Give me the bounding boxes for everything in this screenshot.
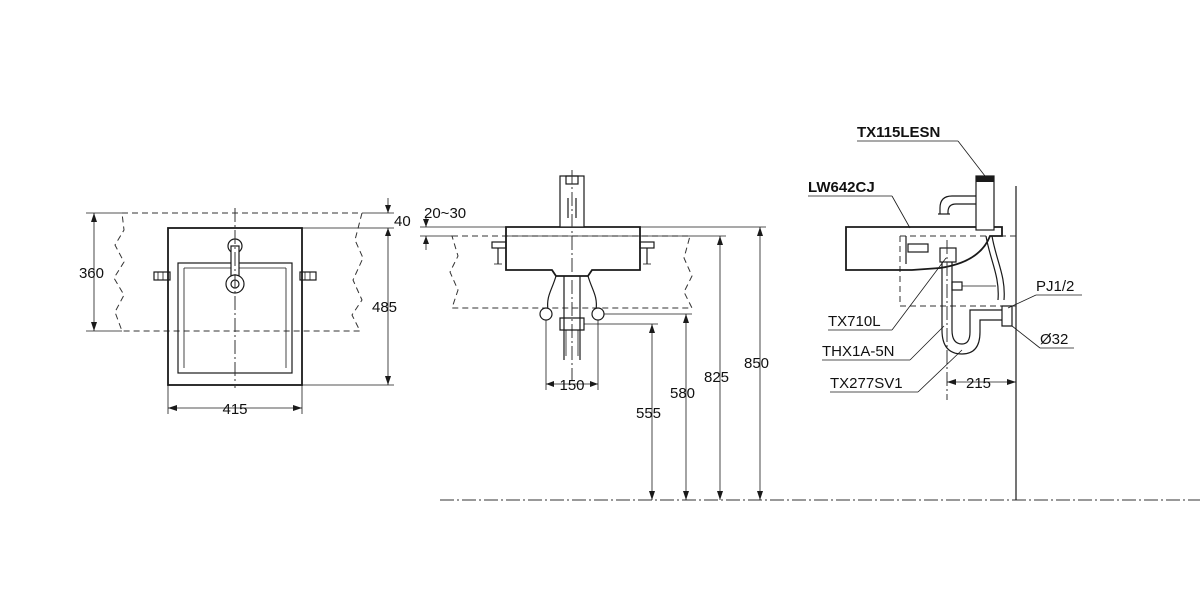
side-view-supply-hose xyxy=(951,235,1005,301)
dim-20-30-text: 20~30 xyxy=(424,205,466,222)
label-valve: THX1A-5N xyxy=(822,325,945,361)
label-pipe-dia: Ø32 xyxy=(1011,325,1074,349)
dim-415: 415 xyxy=(167,385,303,418)
dim-580: 580 xyxy=(604,313,695,500)
label-drain: TX710L xyxy=(828,257,947,331)
front-view-basin xyxy=(505,226,641,277)
label-trap: TX277SV1 xyxy=(830,349,963,393)
dim-20-30: 20~30 xyxy=(420,205,506,250)
label-basin: LW642CJ xyxy=(808,179,911,229)
dim-825-text: 825 xyxy=(704,369,729,386)
top-view-bracket-left xyxy=(153,271,171,281)
dim-825: 825 xyxy=(640,235,729,500)
front-view-drain-pipe xyxy=(559,276,585,360)
dim-215: 215 xyxy=(947,375,1016,392)
dim-150-text: 150 xyxy=(559,377,584,394)
label-pipe-dia-text: Ø32 xyxy=(1040,331,1068,348)
dim-555-text: 555 xyxy=(636,405,661,422)
dim-40: 40 xyxy=(302,198,411,236)
dim-215-text: 215 xyxy=(966,375,991,392)
label-supply-text: PJ1/2 xyxy=(1036,278,1074,295)
dim-485-text: 485 xyxy=(372,299,397,316)
label-drain-text: TX710L xyxy=(828,313,881,330)
side-view-basin xyxy=(845,226,1003,271)
label-faucet-text: TX115LESN xyxy=(857,124,940,141)
label-valve-text: THX1A-5N xyxy=(822,343,895,360)
label-basin-text: LW642CJ xyxy=(808,179,875,196)
label-trap-text: TX277SV1 xyxy=(830,375,903,392)
side-view: TX115LESN LW642CJ PJ1/2 TX710L THX1A-5N xyxy=(808,124,1082,500)
front-view-bracket-left xyxy=(491,241,507,265)
dim-850-text: 850 xyxy=(744,355,769,372)
side-view-counter-outline xyxy=(899,235,1016,307)
label-supply: PJ1/2 xyxy=(1007,278,1082,309)
front-view-wall-outline xyxy=(449,235,693,309)
front-view-bracket-right xyxy=(639,241,655,265)
dim-485: 485 xyxy=(302,228,397,386)
dim-360-text: 360 xyxy=(79,265,104,282)
side-view-faucet xyxy=(938,175,995,231)
dim-150: 150 xyxy=(545,320,599,394)
front-view: 20~30 150 555 580 xyxy=(420,170,1200,501)
top-view-bracket-right xyxy=(299,271,317,281)
top-view: 360 40 485 415 xyxy=(79,198,411,418)
dim-40-text: 40 xyxy=(394,213,411,230)
side-view-drain-trap xyxy=(939,247,1013,355)
dim-850: 850 xyxy=(640,226,769,500)
label-faucet: TX115LESN xyxy=(857,124,986,177)
dim-360: 360 xyxy=(79,212,122,332)
dim-580-text: 580 xyxy=(670,385,695,402)
dim-415-text: 415 xyxy=(222,401,247,418)
dim-555: 555 xyxy=(584,323,661,500)
top-view-wall-outline xyxy=(113,212,364,332)
